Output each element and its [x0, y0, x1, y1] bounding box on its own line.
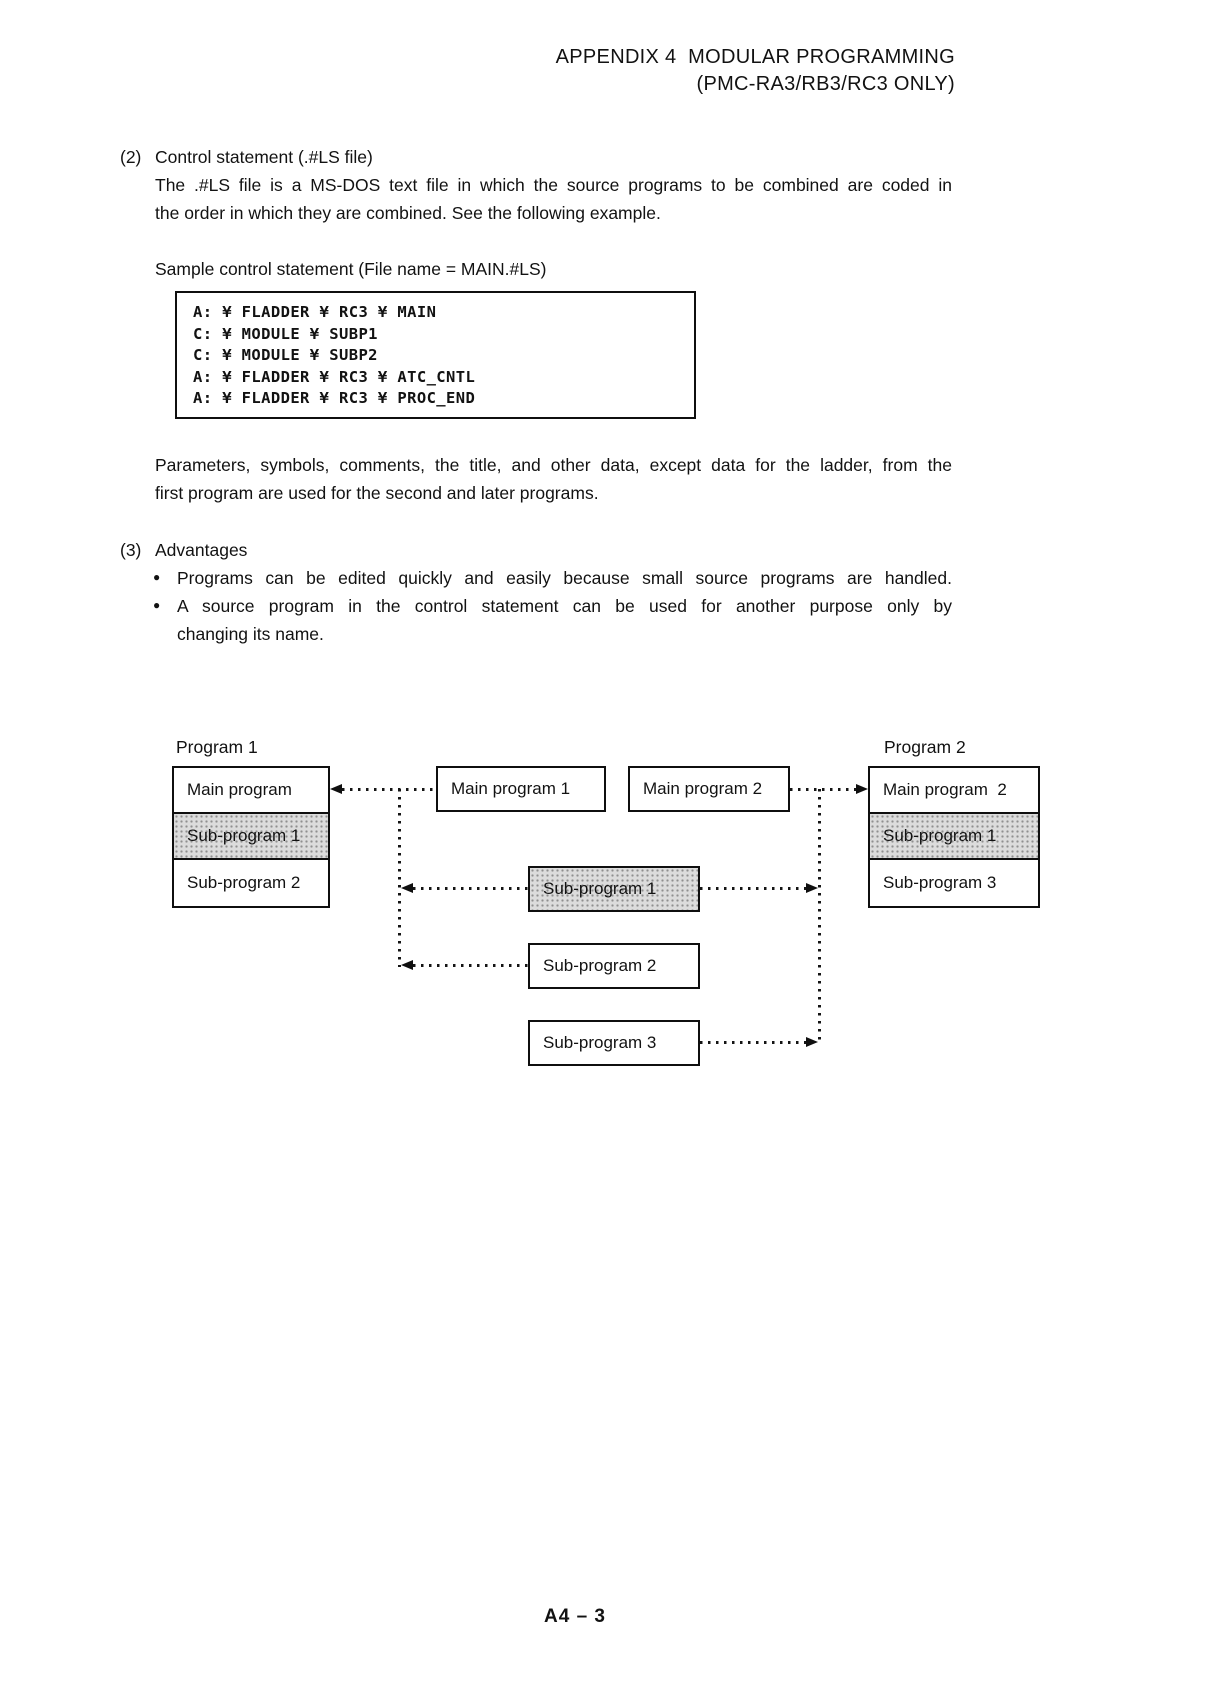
- section-2-body-line-1: The .#LS file is a MS-DOS text file in w…: [155, 175, 952, 195]
- program-2-main-program-2-box: Main program 2: [870, 768, 1038, 814]
- section-3-title: Advantages: [155, 540, 248, 560]
- program-1-label: Program 1: [176, 737, 258, 757]
- arrow-left-icon: [401, 883, 413, 893]
- sub-program-1-box: Sub-program 1: [528, 866, 700, 912]
- appendix-title: APPENDIX 4 MODULAR PROGRAMMING: [555, 46, 955, 68]
- dotted-connector: [413, 964, 528, 967]
- code-line: A: ¥ FLADDER ¥ RC3 ¥ PROC_END: [193, 389, 476, 407]
- main-program-1-box: Main program 1: [436, 766, 606, 812]
- code-line: A: ¥ FLADDER ¥ RC3 ¥ ATC_CNTL: [193, 367, 476, 386]
- arrow-left-icon: [330, 784, 342, 794]
- program-1-stack: Main program Sub-program 1 Sub-program 2: [172, 766, 330, 908]
- advantage-item-2-line-1: A source program in the control statemen…: [177, 596, 952, 616]
- sample-caption: Sample control statement (File name = MA…: [155, 259, 547, 279]
- page-header: APPENDIX 4 MODULAR PROGRAMMING (PMC-RA3/…: [380, 44, 955, 98]
- note-line-1: Parameters, symbols, comments, the title…: [155, 455, 952, 475]
- arrow-right-icon: [806, 1037, 818, 1047]
- advantage-item-2-line-2: changing its name.: [177, 624, 324, 644]
- page-number: A4 – 3: [544, 1606, 606, 1627]
- program-1-main-program-box: Main program: [174, 768, 328, 814]
- section-2-title: Control statement (.#LS file): [155, 147, 373, 167]
- code-line: C: ¥ MODULE ¥ SUBP2: [193, 346, 378, 364]
- program-1-sub-program-1-box: Sub-program 1: [174, 814, 328, 860]
- program-2-label: Program 2: [884, 737, 966, 757]
- control-statement-code-box: A: ¥ FLADDER ¥ RC3 ¥ MAIN C: ¥ MODULE ¥ …: [175, 291, 696, 419]
- dotted-connector: [700, 887, 806, 890]
- arrow-right-icon: [856, 784, 868, 794]
- program-2-sub-program-3-box: Sub-program 3: [883, 873, 997, 892]
- sub-program-2-box: Sub-program 2: [528, 943, 700, 989]
- arrow-left-icon: [401, 960, 413, 970]
- program-1-sub-program-2-box: Sub-program 2: [187, 873, 301, 892]
- dotted-connector: [413, 887, 528, 890]
- program-2-sub-program-1-box: Sub-program 1: [870, 814, 1038, 860]
- dotted-connector-vertical-right: [818, 789, 821, 1044]
- code-line: A: ¥ FLADDER ¥ RC3 ¥ MAIN: [193, 303, 437, 321]
- dotted-connector-vertical-left: [398, 789, 401, 967]
- section-3-number: (3): [120, 540, 142, 560]
- note-line-2: first program are used for the second an…: [155, 483, 599, 503]
- bullet-icon: ●: [153, 570, 161, 584]
- bullet-icon: ●: [153, 598, 161, 612]
- appendix-subtitle: (PMC-RA3/RB3/RC3 ONLY): [696, 73, 955, 95]
- section-2-number: (2): [120, 147, 142, 167]
- section-2-body-line-2: the order in which they are combined. Se…: [155, 203, 661, 223]
- program-2-stack: Main program 2 Sub-program 1 Sub-program…: [868, 766, 1040, 908]
- dotted-connector: [700, 1041, 806, 1044]
- advantage-item-1: Programs can be edited quickly and easil…: [177, 568, 952, 588]
- dotted-connector: [790, 788, 856, 791]
- dotted-connector: [342, 788, 436, 791]
- code-line: C: ¥ MODULE ¥ SUBP1: [193, 324, 378, 343]
- main-program-2-box: Main program 2: [628, 766, 790, 812]
- sub-program-3-box: Sub-program 3: [528, 1020, 700, 1066]
- arrow-right-icon: [806, 883, 818, 893]
